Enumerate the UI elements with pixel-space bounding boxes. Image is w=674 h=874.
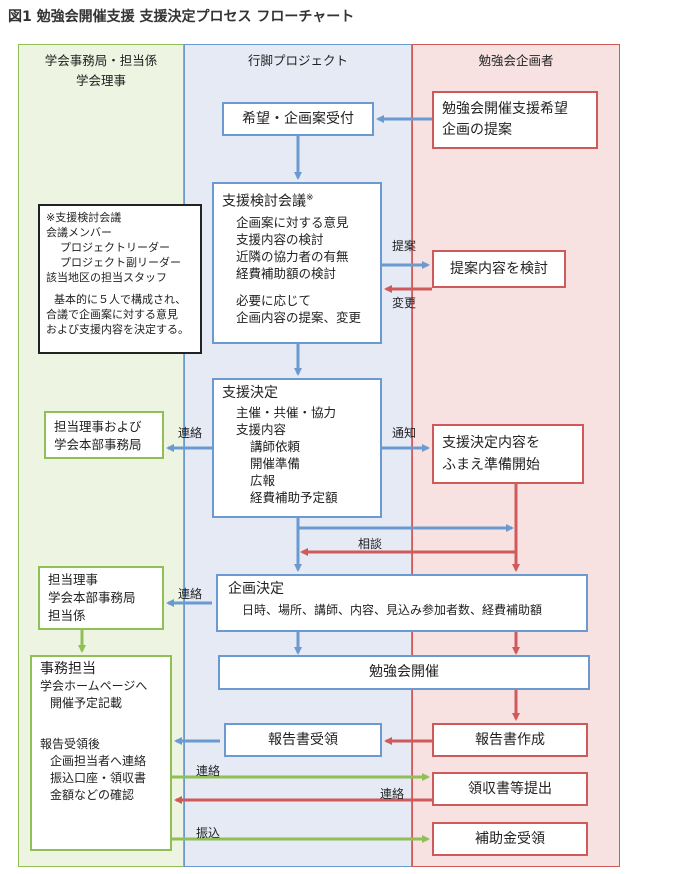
- box-reception: 希望・企画案受付: [222, 102, 374, 136]
- proposal-line2: 企画の提案: [442, 122, 512, 138]
- plan-contacts-3: 担当係: [48, 608, 86, 623]
- meeting-item-2: 支援内容の検討: [236, 231, 324, 247]
- prep-start-line2: ふまえ準備開始: [442, 457, 540, 473]
- meeting-item-1: 企画案に対する意見: [236, 214, 349, 230]
- study-session-text: 勉強会開催: [369, 664, 439, 680]
- meeting-title: 支援検討会議: [222, 193, 306, 210]
- lane-organizer-title: 勉強会企画者: [478, 53, 554, 68]
- label-contact-4: 連絡: [380, 787, 405, 801]
- label-contact-3: 連絡: [196, 764, 221, 778]
- meeting-item-3: 近隣の協力者の有無: [236, 248, 349, 264]
- meeting-extra-2: 企画内容の提案、変更: [236, 309, 362, 325]
- reception-text: 希望・企画案受付: [242, 110, 354, 127]
- lane-project-title: 行脚プロジェクト: [247, 53, 348, 68]
- office-line3: 報告受領後: [40, 737, 101, 751]
- report-made-text: 報告書作成: [475, 731, 545, 748]
- report-received-text: 報告書受領: [268, 731, 338, 748]
- box-subsidy: 補助金受領: [432, 822, 588, 856]
- decision-subitem-2: 開催準備: [250, 456, 301, 471]
- office-title: 事務担当: [40, 661, 96, 677]
- label-suggest: 提案: [392, 239, 417, 253]
- director-contact-line2: 学会本部事務局: [54, 437, 142, 452]
- decision-subitem-1: 講師依頼: [250, 439, 301, 454]
- label-transfer: 振込: [196, 826, 221, 840]
- box-plan-decision: 企画決定 日時、場所、講師、内容、見込み参加者数、経費補助額: [216, 574, 588, 632]
- plan-decision-title: 企画決定: [228, 581, 284, 597]
- decision-item-2: 支援内容: [236, 422, 287, 437]
- director-contact-line1: 担当理事および: [54, 419, 142, 434]
- office-line1: 学会ホームページへ: [40, 679, 148, 693]
- meeting-item-4: 経費補助額の検討: [236, 265, 337, 281]
- decision-subitem-3: 広報: [250, 473, 276, 488]
- box-decision: 支援決定 主催・共催・協力 支援内容 講師依頼 開催準備 広報 経費補助予定額: [212, 378, 382, 518]
- note-desc-1: 基本的に５人で構成され、: [54, 293, 187, 306]
- box-receipt: 領収書等提出: [432, 772, 588, 806]
- note-members-label: 会議メンバー: [46, 226, 112, 239]
- decision-title: 支援決定: [222, 385, 278, 401]
- decision-item-1: 主催・共催・協力: [236, 405, 337, 420]
- office-line6: 金額などの確認: [50, 788, 135, 802]
- box-report-made: 報告書作成: [432, 723, 588, 757]
- plan-decision-detail: 日時、場所、講師、内容、見込み参加者数、経費補助額: [242, 603, 543, 617]
- box-director-contact: 担当理事および 学会本部事務局: [44, 411, 164, 459]
- office-line4: 企画担当者へ連絡: [50, 754, 147, 768]
- decision-subitem-4: 経費補助予定額: [250, 490, 338, 505]
- receipt-text: 領収書等提出: [468, 780, 552, 797]
- box-meeting-note: ※支援検討会議 会議メンバー プロジェクトリーダー プロジェクト副リーダー 該当…: [38, 204, 202, 354]
- note-title: ※支援検討会議: [46, 211, 122, 224]
- proposal-line1: 勉強会開催支援希望: [442, 101, 568, 117]
- review-text: 提案内容を検討: [450, 260, 548, 277]
- box-study-session: 勉強会開催: [218, 655, 590, 690]
- subsidy-text: 補助金受領: [475, 830, 545, 847]
- label-consult: 相談: [358, 537, 383, 551]
- box-review: 提案内容を検討: [432, 250, 566, 288]
- box-prep-start: 支援決定内容を ふまえ準備開始: [432, 424, 584, 484]
- note-desc-2: 合議で企画案に対する意見: [46, 308, 178, 321]
- meeting-extra-1: 必要に応じて: [236, 292, 312, 308]
- box-office: 事務担当 学会ホームページへ 開催予定記載 報告受領後 企画担当者へ連絡 振込口…: [30, 655, 172, 851]
- lane-secretariat-subtitle: 学会理事: [75, 73, 126, 88]
- note-desc-3: および支援内容を決定する。: [46, 323, 189, 336]
- figure-title: 図1 勉強会開催支援 支援決定プロセス フローチャート: [8, 9, 355, 25]
- plan-contacts-2: 学会本部事務局: [48, 590, 136, 605]
- label-change: 変更: [392, 296, 417, 310]
- note-member-2: プロジェクト副リーダー: [60, 256, 181, 269]
- box-report-received: 報告書受領: [224, 723, 382, 757]
- note-member-1: プロジェクトリーダー: [60, 241, 170, 254]
- box-proposal: 勉強会開催支援希望 企画の提案: [432, 91, 598, 149]
- box-meeting: 支援検討会議※ 企画案に対する意見 支援内容の検討 近隣の協力者の有無 経費補助…: [212, 182, 382, 344]
- office-line5: 振込口座・領収書: [50, 771, 147, 785]
- label-contact-2: 連絡: [178, 587, 203, 601]
- label-notify: 通知: [392, 426, 417, 440]
- note-member-3: 該当地区の担当スタッフ: [46, 271, 167, 284]
- meeting-mark: ※: [306, 193, 314, 203]
- label-contact-1: 連絡: [178, 426, 203, 440]
- lane-secretariat-title: 学会事務局・担当係: [44, 53, 158, 68]
- box-plan-contacts: 担当理事 学会本部事務局 担当係: [38, 566, 164, 630]
- plan-contacts-1: 担当理事: [48, 572, 99, 587]
- office-line2: 開催予定記載: [50, 696, 123, 710]
- prep-start-line1: 支援決定内容を: [442, 435, 540, 451]
